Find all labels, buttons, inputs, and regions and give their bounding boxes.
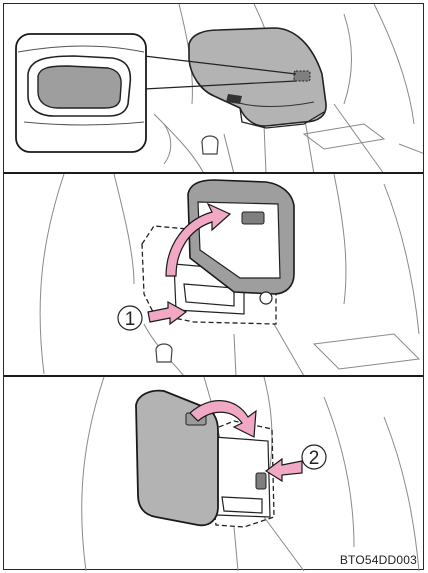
step-marker-1: 1 [118, 306, 142, 330]
figure-code: BTO54DD003 [340, 553, 417, 567]
panel-2-drawing: 1 [4, 174, 423, 376]
step-1-label: 1 [125, 309, 136, 330]
panel-1-drawing [4, 4, 423, 174]
button-closeup-inset [16, 34, 146, 152]
panel-3: 2 [4, 377, 423, 571]
panel-2: 1 [4, 174, 423, 376]
illustration-frame: 1 [3, 3, 424, 570]
step-marker-2: 2 [302, 445, 326, 469]
step-2-label: 2 [309, 448, 320, 469]
armrest-lid [189, 28, 326, 128]
panel-3-drawing: 2 [4, 377, 423, 571]
panel-1 [4, 4, 423, 174]
press-arrow [266, 459, 302, 481]
